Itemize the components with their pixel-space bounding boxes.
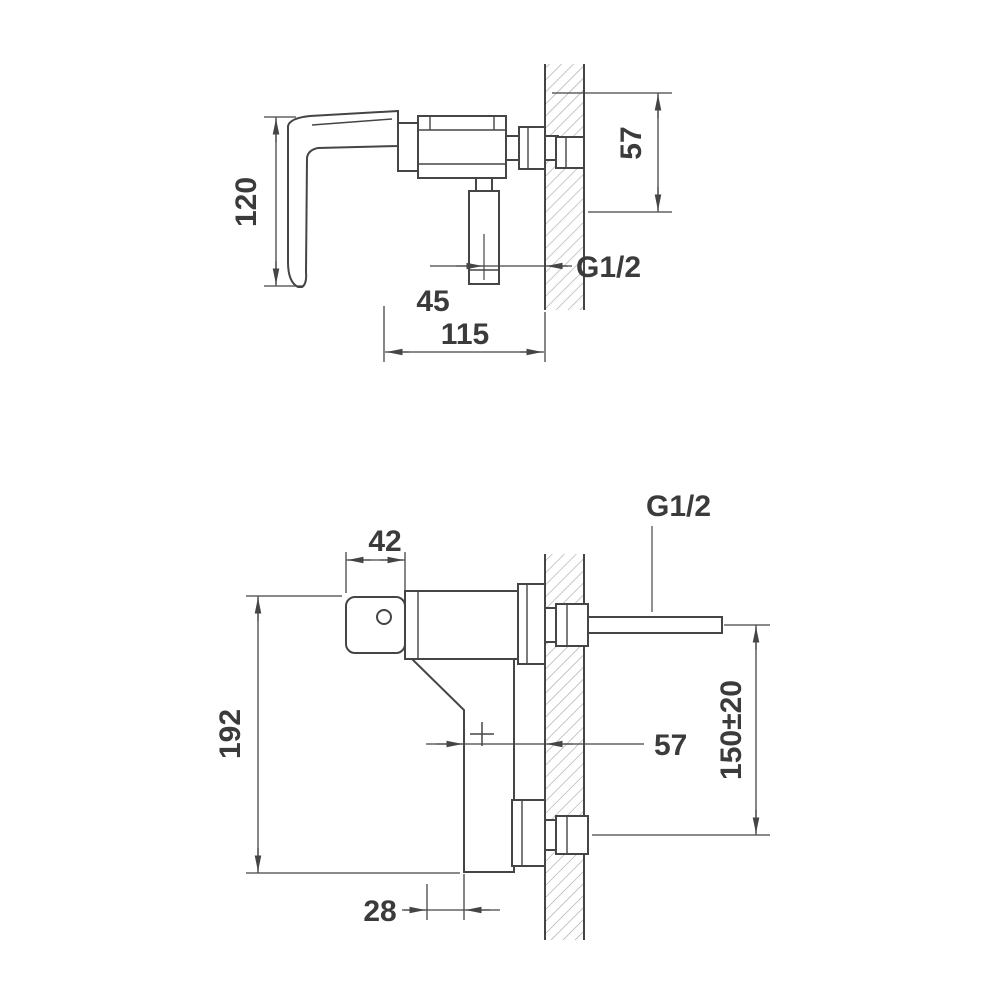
- bottom-view: G1/2 42 192 150±20 57 28: [214, 490, 770, 940]
- dim-label-115: 115: [441, 318, 489, 351]
- top-view: 120 57 45 G1/2 115: [230, 64, 672, 362]
- dim-label-150: 150±20: [715, 680, 748, 780]
- mixer-body: [417, 115, 507, 179]
- handle-detail-line: [311, 118, 393, 126]
- wall-union-nut: [555, 136, 585, 169]
- bottom-view-dimensions: [246, 526, 770, 920]
- thread-label-top: G1/2: [576, 251, 641, 284]
- union-nut-top: [555, 603, 589, 647]
- top-view-dimensions: [264, 92, 672, 362]
- handle-neck: [397, 122, 419, 172]
- dim-label-120: 120: [230, 177, 263, 227]
- union-nut-bottom: [555, 815, 589, 855]
- dim-label-57-top: 57: [615, 126, 648, 159]
- dim-label-57-bottom: 57: [654, 729, 687, 762]
- dim-label-45: 45: [416, 285, 449, 318]
- thread-label-bottom: G1/2: [646, 490, 711, 523]
- mixer-body-plan: [404, 590, 521, 660]
- faucet-plan-view: [345, 583, 723, 873]
- handle-end: [345, 596, 406, 654]
- wall-flange-bottom: [511, 799, 546, 867]
- handle-screw-hole: [376, 609, 392, 625]
- faucet-side-view: [287, 109, 585, 288]
- inlet-pipe-stub: [587, 616, 723, 634]
- wall-nut: [518, 126, 546, 170]
- dim-label-28: 28: [363, 895, 396, 928]
- spout-neck: [475, 177, 493, 192]
- dim-label-42: 42: [368, 525, 401, 558]
- wall-flange-top: [517, 583, 546, 665]
- vertical-body: [409, 658, 515, 873]
- lever-handle: [287, 109, 399, 288]
- dim-label-192: 192: [214, 709, 247, 759]
